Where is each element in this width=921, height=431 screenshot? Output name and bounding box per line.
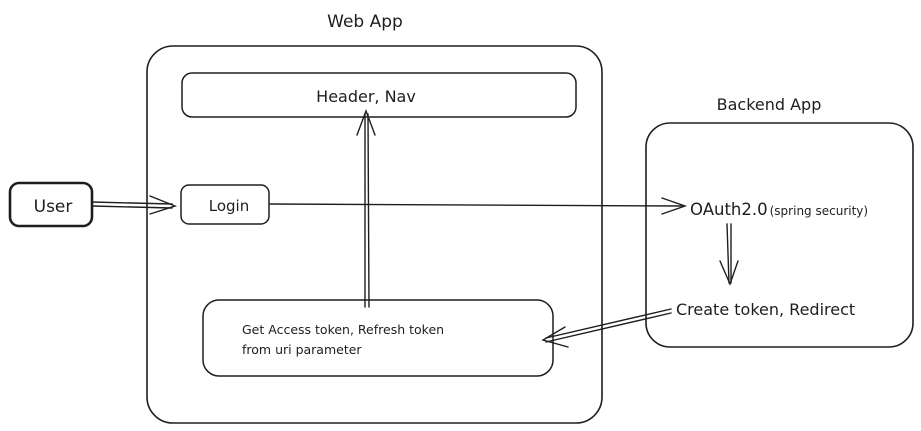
arrow-redirect-to-webapp	[541, 308, 672, 348]
login-label: Login	[209, 197, 249, 215]
backend-container	[645, 122, 914, 348]
arrow-oauth-to-create-token	[719, 223, 739, 286]
get-token-box	[202, 299, 554, 377]
header-nav-box	[181, 72, 577, 118]
oauth-label: OAuth2.0(spring security)	[690, 200, 868, 219]
arrow-user-to-login	[91, 195, 178, 215]
user-label: User	[34, 197, 73, 217]
get-token-line2: from uri parameter	[242, 342, 362, 357]
webapp-title: Web App	[327, 12, 403, 32]
arrow-token-to-header	[356, 109, 376, 308]
user-box	[8, 181, 94, 228]
get-token-line1: Get Access token, Refresh token	[242, 322, 444, 337]
oauth-note: (spring security)	[770, 204, 868, 218]
arrow-login-to-oauth	[269, 197, 688, 215]
backend-title: Backend App	[717, 95, 822, 114]
header-nav-label: Header, Nav	[316, 87, 416, 106]
create-token-label: Create token, Redirect	[676, 300, 855, 319]
oauth-main: OAuth2.0	[690, 200, 768, 219]
webapp-container	[146, 45, 603, 424]
login-box	[180, 184, 270, 225]
